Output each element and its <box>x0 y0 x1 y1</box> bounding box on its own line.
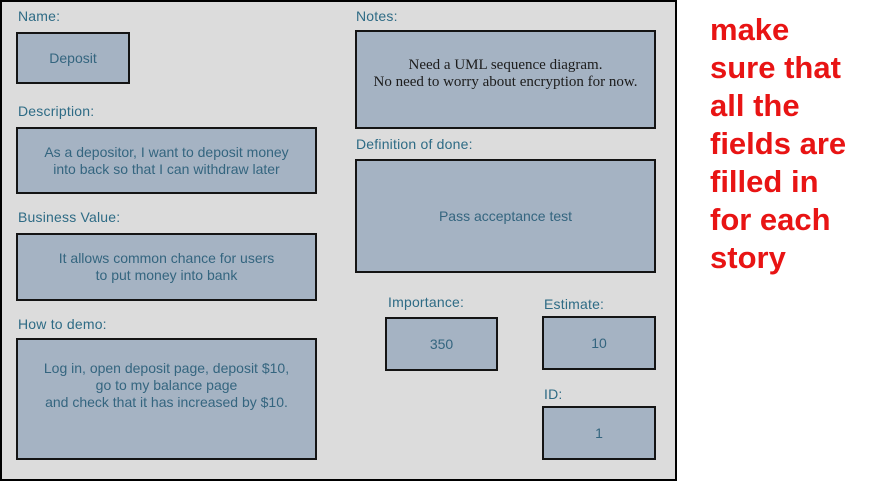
name-label: Name: <box>18 8 61 24</box>
importance-field[interactable]: 350 <box>385 317 498 371</box>
importance-label: Importance: <box>388 294 465 310</box>
business-value-field[interactable]: It allows common chance for users to put… <box>16 233 317 301</box>
notes-label: Notes: <box>356 8 398 24</box>
estimate-field[interactable]: 10 <box>542 316 656 370</box>
story-card-panel: Name: Deposit Description: As a deposito… <box>0 0 677 481</box>
id-label: ID: <box>544 386 563 402</box>
definition-of-done-label: Definition of done: <box>356 136 473 152</box>
notes-field[interactable]: Need a UML sequence diagram. No need to … <box>355 30 656 129</box>
estimate-label: Estimate: <box>544 296 605 312</box>
annotation-note: make sure that all the fields are filled… <box>710 12 847 275</box>
name-field[interactable]: Deposit <box>16 32 130 84</box>
definition-of-done-field[interactable]: Pass acceptance test <box>355 159 656 273</box>
business-value-label: Business Value: <box>18 209 121 225</box>
how-to-demo-field[interactable]: Log in, open deposit page, deposit $10, … <box>16 338 317 460</box>
description-field[interactable]: As a depositor, I want to deposit money … <box>16 127 317 194</box>
description-label: Description: <box>18 103 95 119</box>
id-field[interactable]: 1 <box>542 406 656 460</box>
how-to-demo-label: How to demo: <box>18 316 107 332</box>
